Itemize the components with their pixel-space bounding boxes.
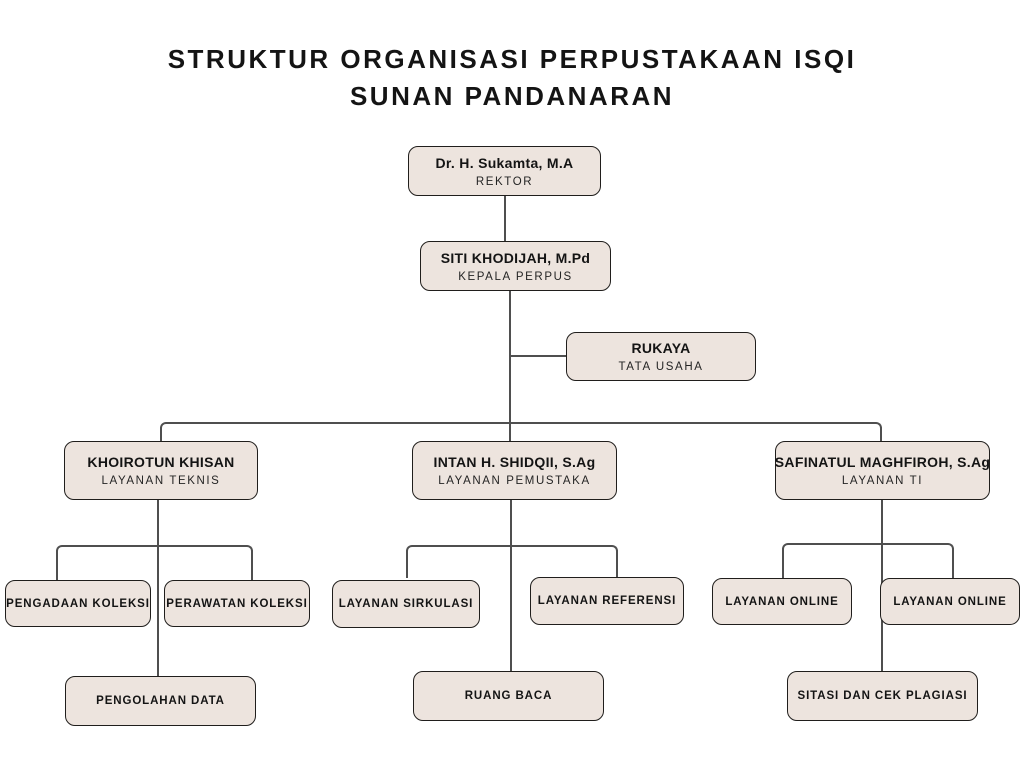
org-node-layanan-referensi: LAYANAN REFERENSI	[530, 577, 684, 625]
node-role: LAYANAN TI	[841, 475, 924, 487]
node-name: Dr. H. Sukamta, M.A	[435, 154, 574, 171]
node-role: KEPALA PERPUS	[458, 270, 573, 283]
org-node-pengadaan-koleksi: PENGADAAN KOLEKSI	[5, 580, 151, 627]
connector-rektor-kepala	[504, 196, 506, 242]
page-title-line2: SUNAN PANDANARAN	[349, 81, 675, 111]
org-node-layanan-online-1: LAYANAN ONLINE	[712, 578, 852, 625]
org-node-kepala-perpus: SITI KHODIJAH, M.Pd KEPALA PERPUS	[420, 241, 611, 291]
node-role: LAYANAN TEKNIS	[101, 475, 221, 487]
connector-branch-bracket	[160, 422, 882, 442]
org-node-layanan-pemustaka: INTAN H. SHIDQII, S.Ag LAYANAN PEMUSTAKA	[412, 441, 617, 500]
page-title: STRUKTUR ORGANISASI PERPUSTAKAAN ISQI SUN…	[0, 41, 1024, 115]
org-node-layanan-sirkulasi: LAYANAN SIRKULASI	[332, 580, 480, 628]
connector-ti-bracket	[782, 543, 954, 579]
org-node-layanan-ti: SAFINATUL MAGHFIROH, S.Ag LAYANAN TI	[775, 441, 990, 500]
org-node-tata-usaha: RUKAYA TATA USAHA	[566, 332, 756, 381]
connector-pemustaka-bracket	[406, 545, 618, 578]
page-title-line1: STRUKTUR ORGANISASI PERPUSTAKAAN ISQI	[167, 44, 857, 74]
node-role: TATA USAHA	[618, 361, 704, 373]
connector-pemustaka-trunk	[510, 500, 512, 672]
node-role: REKTOR	[475, 175, 534, 188]
node-label: PERAWATAN KOLEKSI	[166, 597, 308, 610]
node-label: PENGADAAN KOLEKSI	[6, 597, 150, 610]
node-label: SITASI DAN CEK PLAGIASI	[797, 690, 968, 702]
node-role: LAYANAN PEMUSTAKA	[438, 475, 591, 487]
org-node-perawatan-koleksi: PERAWATAN KOLEKSI	[164, 580, 310, 627]
node-name: SAFINATUL MAGHFIROH, S.Ag	[774, 454, 991, 470]
node-name: SITI KHODIJAH, M.Pd	[440, 249, 591, 266]
node-label: RUANG BACA	[464, 690, 553, 702]
node-name: KHOIROTUN KHISAN	[87, 454, 235, 470]
node-name: RUKAYA	[631, 340, 691, 356]
connector-kepala-branches	[509, 291, 511, 441]
org-node-sitasi-cek-plagiasi: SITASI DAN CEK PLAGIASI	[787, 671, 978, 721]
node-name: INTAN H. SHIDQII, S.Ag	[433, 454, 596, 470]
node-label: PENGOLAHAN DATA	[96, 695, 225, 707]
node-label: LAYANAN ONLINE	[725, 595, 839, 608]
node-label: LAYANAN SIRKULASI	[338, 598, 474, 610]
node-label: LAYANAN ONLINE	[893, 595, 1007, 608]
org-node-layanan-online-2: LAYANAN ONLINE	[880, 578, 1020, 625]
org-node-pengolahan-data: PENGOLAHAN DATA	[65, 676, 256, 726]
org-node-layanan-teknis: KHOIROTUN KHISAN LAYANAN TEKNIS	[64, 441, 258, 500]
connector-teknis-trunk	[157, 500, 159, 677]
connector-tata-usaha	[510, 355, 567, 357]
node-label: LAYANAN REFERENSI	[537, 595, 677, 607]
org-node-ruang-baca: RUANG BACA	[413, 671, 604, 721]
connector-teknis-bracket	[56, 545, 253, 581]
org-node-rektor: Dr. H. Sukamta, M.A REKTOR	[408, 146, 601, 196]
